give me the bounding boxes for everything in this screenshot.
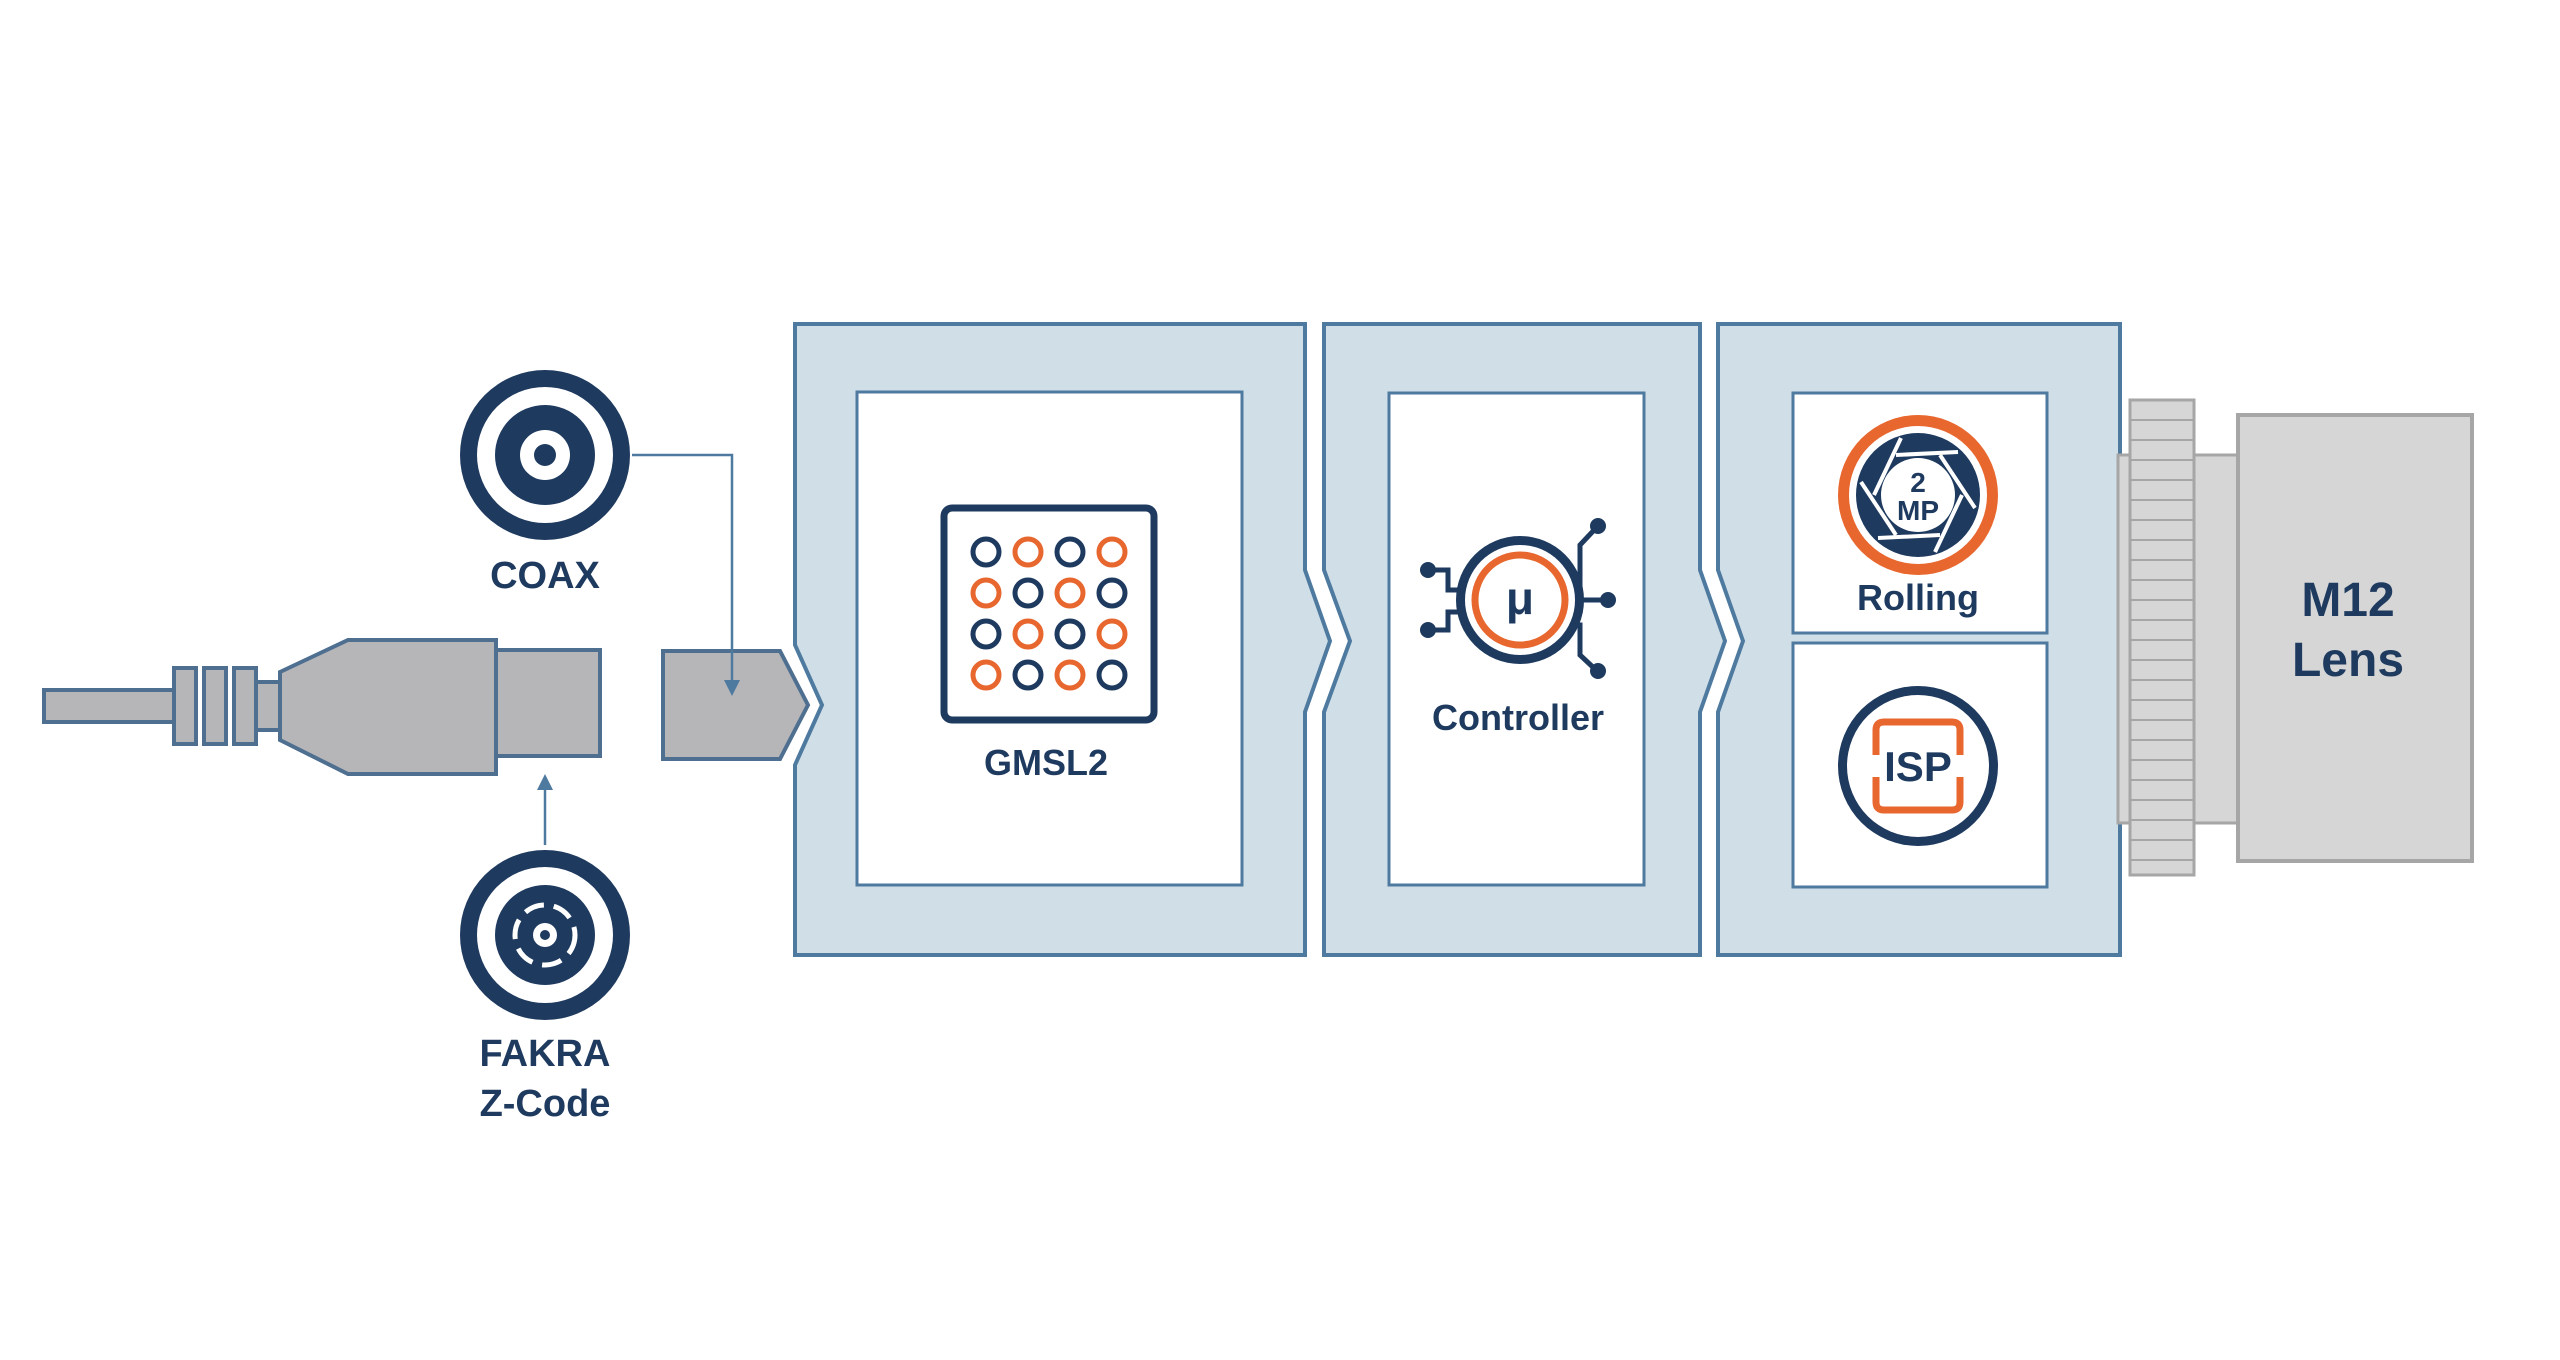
dot-matrix-icon [940,504,1158,724]
fakra-connector-icon [460,850,630,1020]
microcontroller-glyph: μ [1506,572,1534,624]
gmsl2-label: GMSL2 [984,742,1108,783]
coax-arrow [632,453,740,696]
megapixel-number: 2 [1910,467,1926,498]
coax-connector-icon [460,370,630,540]
lens-barrel [2236,413,2474,863]
fakra-label-line2: Z-Code [480,1083,611,1125]
lens-label-line2: Lens [2292,634,2404,687]
lens-label-line1: M12 [2301,574,2394,627]
lens-threaded-mount [2116,398,2240,877]
microcontroller-icon [1420,518,1616,679]
fakra-label-line1: FAKRA [480,1033,611,1075]
isp-icon [1838,686,1998,846]
coax-cable [42,638,602,776]
isp-label: ISP [1884,743,1952,790]
fakra-arrow [537,774,553,845]
cable-plug [661,649,811,761]
controller-label: Controller [1432,697,1604,738]
aperture-icon [1838,415,1998,575]
rolling-shutter-label: Rolling [1857,577,1979,618]
coax-label: COAX [490,555,600,597]
megapixel-unit: MP [1897,495,1939,526]
